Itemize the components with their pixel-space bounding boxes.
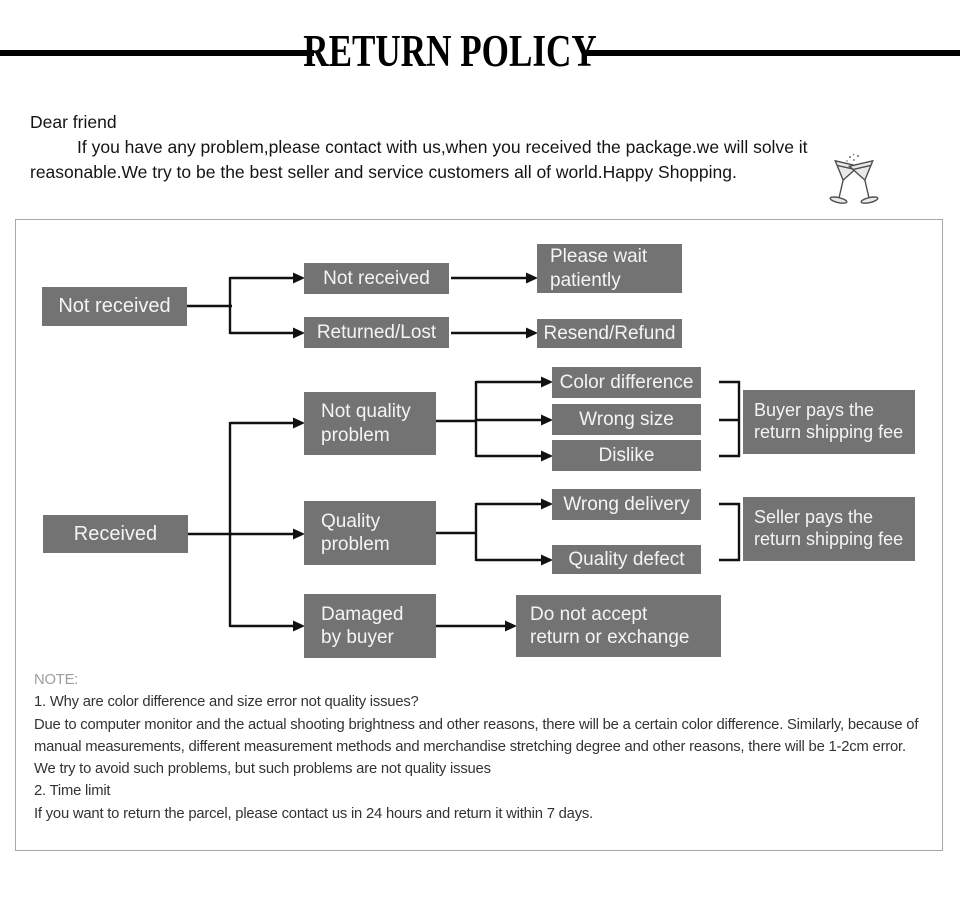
node-returned-lost: Returned/Lost [304,317,449,348]
node-do-not-accept: Do not accept return or exchange [516,595,721,657]
note-line: If you want to return the parcel, please… [34,805,594,822]
intro-paragraph: Dear friend If you have any problem,plea… [30,110,930,185]
node-not-quality-problem: Not quality problem [304,392,436,455]
node-quality-problem: Quality problem [304,501,436,565]
note-line: We try to avoid such problems, but such … [34,761,491,778]
node-wrong-size: Wrong size [552,404,701,435]
note-line: 1. Why are color difference and size err… [34,694,419,711]
node-dislike: Dislike [552,440,701,471]
note-line: manual measurements, different measureme… [34,738,906,755]
flowchart-connectors [187,272,741,632]
note-line: Due to computer monitor and the actual s… [34,716,919,733]
title-rule-right [584,50,960,56]
node-color-difference: Color difference [552,367,701,398]
node-damaged-by-buyer: Damaged by buyer [304,594,436,658]
note-line: 2. Time limit [34,783,111,800]
clinking-glasses-icon [829,153,879,204]
intro-line-3: reasonable.We try to be the best seller … [30,162,737,182]
node-received-root: Received [43,515,188,553]
intro-greeting: Dear friend [30,112,117,132]
node-not-received-root: Not received [42,287,187,326]
node-not-received-case: Not received [304,263,449,294]
node-please-wait: Please wait patiently [537,244,682,293]
note-label: NOTE: [34,672,79,688]
return-policy-flowchart: Not received Not received Returned/Lost … [15,219,943,851]
note-section: NOTE: 1. Why are color difference and si… [34,669,918,825]
intro-line-2: If you have any problem,please contact w… [77,137,808,157]
node-quality-defect: Quality defect [552,545,701,574]
node-seller-pays: Seller pays the return shipping fee [743,497,915,561]
title-rule-left [0,50,314,56]
node-resend-refund: Resend/Refund [537,319,682,348]
page-title: RETURN POLICY [303,26,597,76]
node-buyer-pays: Buyer pays the return shipping fee [743,390,915,454]
node-wrong-delivery: Wrong delivery [552,489,701,520]
